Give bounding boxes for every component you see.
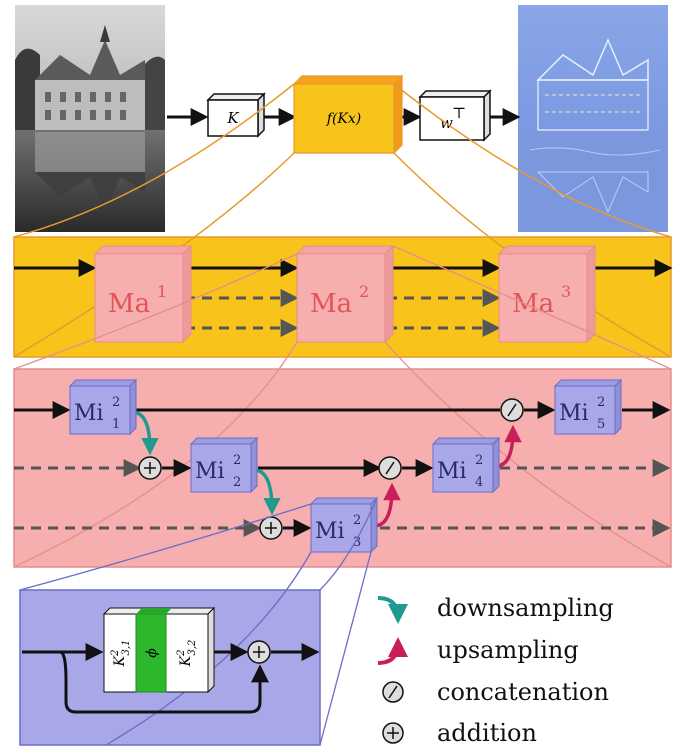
k-label: K (226, 109, 239, 127)
mi-block-5: Mi 2 5 (553, 378, 623, 436)
k-block: K (206, 92, 266, 138)
mi-2-base: Mi (195, 459, 225, 484)
ma-2-base: Ma (310, 289, 352, 319)
mi3-expand-lines (19, 497, 378, 746)
ma-block-3: Ma 3 (497, 244, 597, 344)
f-label: f(Kx) (326, 111, 361, 127)
ma-block-2: Ma 2 (295, 244, 395, 344)
legend-upsampling-label: upsampling (437, 636, 579, 664)
mi-block-2: Mi 2 2 (189, 436, 259, 494)
w-sup: ⊤ (452, 104, 466, 122)
ma-3-sup: 3 (561, 282, 571, 301)
mi-block-4: Mi 2 4 (431, 436, 501, 494)
downsampling-icon (377, 596, 408, 624)
detail-residual-path (59, 650, 269, 714)
ma-2-sup: 2 (359, 282, 369, 301)
mi-1-base: Mi (74, 401, 104, 426)
concatenation-icon (382, 681, 404, 703)
addition-icon (382, 722, 404, 744)
input-castle-image (15, 5, 165, 232)
mi-1-sup: 2 (112, 395, 120, 410)
mi-5-sub: 5 (597, 417, 605, 432)
phi-label: ϕ (144, 648, 160, 658)
mi-3-sub: 3 (353, 535, 361, 550)
mi-4-sup: 2 (475, 453, 483, 468)
legend-concatenation-label: concatenation (437, 678, 609, 706)
mi-4-base: Mi (437, 459, 467, 484)
legend-addition-label: addition (437, 719, 537, 747)
mi-4-sub: 4 (475, 475, 483, 490)
k1-label: K23,1 (110, 640, 132, 668)
ma-1-sup: 1 (157, 282, 167, 301)
add-node-1 (138, 456, 162, 480)
upsampling-icon (377, 637, 408, 665)
mi-5-base: Mi (559, 401, 589, 426)
mi-1-sub: 1 (112, 417, 120, 432)
legend-downsampling-label: downsampling (437, 594, 614, 622)
detail-conv-block: K23,1 ϕ K23,2 (102, 606, 216, 694)
mi-block-1: Mi 2 1 (68, 378, 138, 436)
ma-1-base: Ma (108, 289, 150, 319)
output-castle-image (518, 5, 668, 232)
legend-upsampling: upsampling (377, 636, 579, 665)
mi-block-3: Mi 2 3 (309, 496, 379, 554)
concat-node-2 (500, 398, 524, 422)
mi-3-sup: 2 (353, 513, 361, 528)
legend-addition: addition (382, 719, 537, 747)
legend-concatenation: concatenation (382, 678, 609, 706)
legend-downsampling: downsampling (377, 594, 614, 624)
add-node-2 (259, 516, 283, 540)
mi-2-sup: 2 (233, 453, 241, 468)
k2-label: K23,2 (176, 640, 198, 668)
mi-3-base: Mi (315, 519, 345, 544)
detail-add-node (247, 640, 271, 664)
ma-block-1: Ma 1 (93, 244, 193, 344)
concat-node-1 (378, 456, 402, 480)
f-block: f(Kx) (292, 74, 404, 155)
w-block: w ⊤ (418, 89, 492, 142)
mi-2-sub: 2 (233, 475, 241, 490)
legend: downsampling upsampling concatenation ad… (377, 594, 614, 747)
mi-5-sup: 2 (597, 395, 605, 410)
